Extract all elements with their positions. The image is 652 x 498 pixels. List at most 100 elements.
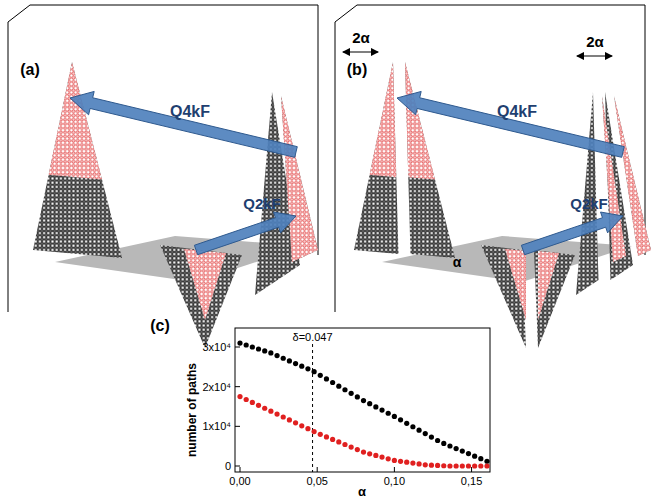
- black-point: [460, 448, 465, 453]
- lattice-points: [405, 62, 455, 258]
- black-point: [262, 348, 267, 353]
- red-point: [484, 463, 489, 468]
- black-point: [484, 459, 489, 464]
- red-point: [398, 459, 403, 464]
- black-point: [367, 401, 372, 406]
- tick-label: 2x10⁴: [202, 381, 231, 392]
- red-point: [268, 409, 273, 414]
- tick-label: 0,10: [384, 476, 405, 487]
- wavevector-arrow: [194, 212, 296, 255]
- box-edge: [335, 22, 336, 312]
- black-point: [447, 443, 452, 448]
- box-edge: [318, 5, 319, 255]
- red-points: [505, 249, 526, 320]
- red-point: [336, 439, 341, 444]
- black-point: [373, 404, 378, 409]
- black-point: [342, 387, 347, 392]
- lattice-points: [614, 96, 651, 256]
- black-point: [398, 417, 403, 422]
- box-edge: [8, 22, 9, 312]
- plot-frame: [235, 328, 490, 472]
- wavevector-label: Q4kF: [497, 104, 537, 120]
- wavevector-label: Q4kF: [170, 104, 210, 120]
- tick-label: 3x10⁴: [202, 342, 231, 353]
- red-point: [355, 447, 360, 452]
- red-point: [342, 442, 347, 447]
- gap-label: 2α: [352, 30, 370, 45]
- tick-label: 1x10⁴: [202, 421, 231, 432]
- tick: [235, 386, 240, 387]
- lattice-points: [538, 251, 559, 320]
- tick: [235, 466, 240, 467]
- wavevector-arrow: [70, 91, 297, 157]
- red-point: [416, 461, 421, 466]
- panel-label: (c): [150, 318, 170, 334]
- red-points: [614, 96, 651, 256]
- red-point: [410, 460, 415, 465]
- tick: [235, 426, 240, 427]
- red-points: [538, 251, 559, 320]
- red-point: [244, 397, 249, 402]
- red-points: [184, 249, 226, 320]
- black-point: [404, 421, 409, 426]
- lattice-points: [281, 96, 318, 262]
- red-point: [466, 463, 471, 468]
- red-point: [373, 453, 378, 458]
- tick: [317, 467, 318, 472]
- black-point: [410, 424, 415, 429]
- black-point: [237, 340, 242, 345]
- red-point: [460, 463, 465, 468]
- panel-label: (b): [347, 62, 367, 78]
- lattice-points: [160, 245, 242, 348]
- black-point: [349, 391, 354, 396]
- black-point: [361, 398, 366, 403]
- black-point: [312, 369, 317, 374]
- box-edge: [335, 5, 357, 22]
- black-point: [472, 454, 477, 459]
- lattice-points: [602, 96, 626, 262]
- red-point: [299, 423, 304, 428]
- axis-title: α: [358, 485, 366, 498]
- black-point: [429, 434, 434, 439]
- tick: [240, 467, 241, 472]
- gap-arrow: [343, 51, 378, 52]
- black-point: [416, 428, 421, 433]
- red-point: [367, 451, 372, 456]
- black-point: [454, 446, 459, 451]
- black-point: [379, 407, 384, 412]
- gap-label: 2α: [586, 34, 604, 49]
- black-point: [287, 358, 292, 363]
- black-point: [336, 384, 341, 389]
- black-point: [305, 366, 310, 371]
- red-point: [318, 432, 323, 437]
- lattice-points: [534, 250, 575, 348]
- tick-label: 0: [225, 461, 231, 472]
- box-edge: [645, 5, 646, 255]
- red-point: [305, 426, 310, 431]
- red-point: [478, 463, 483, 468]
- red-point: [262, 406, 267, 411]
- red-point: [312, 429, 317, 434]
- red-points: [281, 96, 318, 262]
- red-points: [602, 96, 626, 262]
- black-point: [435, 438, 440, 443]
- red-point: [454, 463, 459, 468]
- red-point: [274, 412, 279, 417]
- black-point: [355, 394, 360, 399]
- lattice-points: [481, 245, 526, 348]
- black-point: [441, 441, 446, 446]
- black-point: [478, 456, 483, 461]
- panel-label: (a): [20, 62, 40, 78]
- box-edge: [357, 5, 645, 6]
- red-point: [293, 420, 298, 425]
- lattice-points: [354, 62, 399, 254]
- black-point: [256, 346, 261, 351]
- red-point: [379, 455, 384, 460]
- black-point: [386, 411, 391, 416]
- tick-label: 0,00: [229, 476, 250, 487]
- black-point: [293, 361, 298, 366]
- red-point: [386, 456, 391, 461]
- delta-line: [312, 344, 313, 472]
